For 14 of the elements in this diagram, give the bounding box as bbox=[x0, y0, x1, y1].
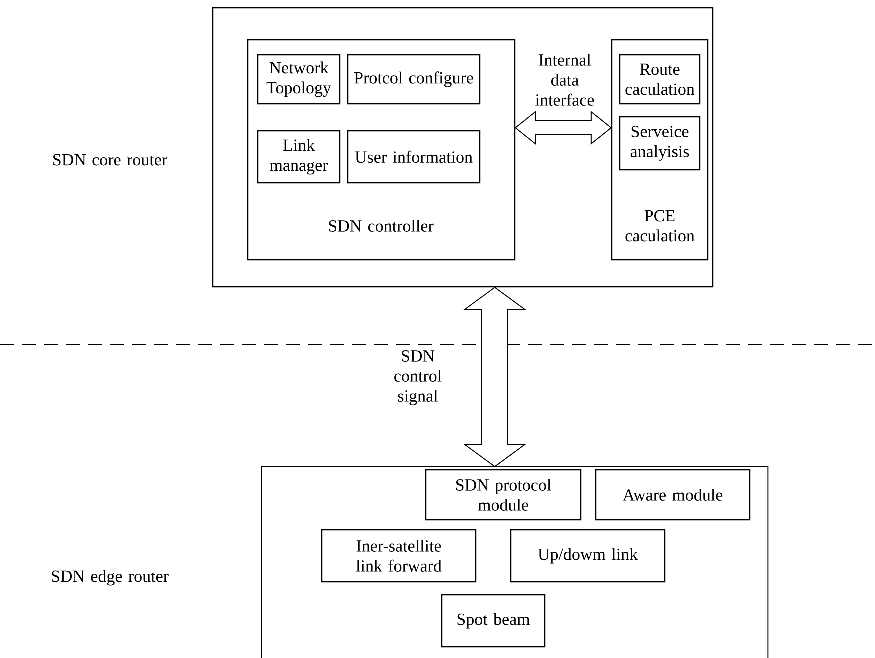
module-box: Aware module bbox=[595, 469, 751, 521]
module-box: User information bbox=[347, 130, 481, 184]
edge-label: Internal data interface bbox=[524, 53, 606, 107]
module-box: Up/dowm link bbox=[510, 529, 666, 583]
module-box: Iner-satellite link forward bbox=[321, 529, 477, 583]
module-box: Route caculation bbox=[619, 54, 701, 105]
module-box: Protcol configure bbox=[347, 54, 481, 105]
module-box: Link manager bbox=[257, 130, 341, 184]
module-box: SDN protocol module bbox=[425, 469, 582, 521]
node-label: SDN core router bbox=[54, 154, 168, 166]
module-box: Serveice analyisis bbox=[619, 116, 701, 171]
module-box: Network Topology bbox=[257, 54, 341, 105]
edge-label: SDN control signal bbox=[377, 350, 459, 406]
module-box: Spot beam bbox=[441, 594, 546, 648]
